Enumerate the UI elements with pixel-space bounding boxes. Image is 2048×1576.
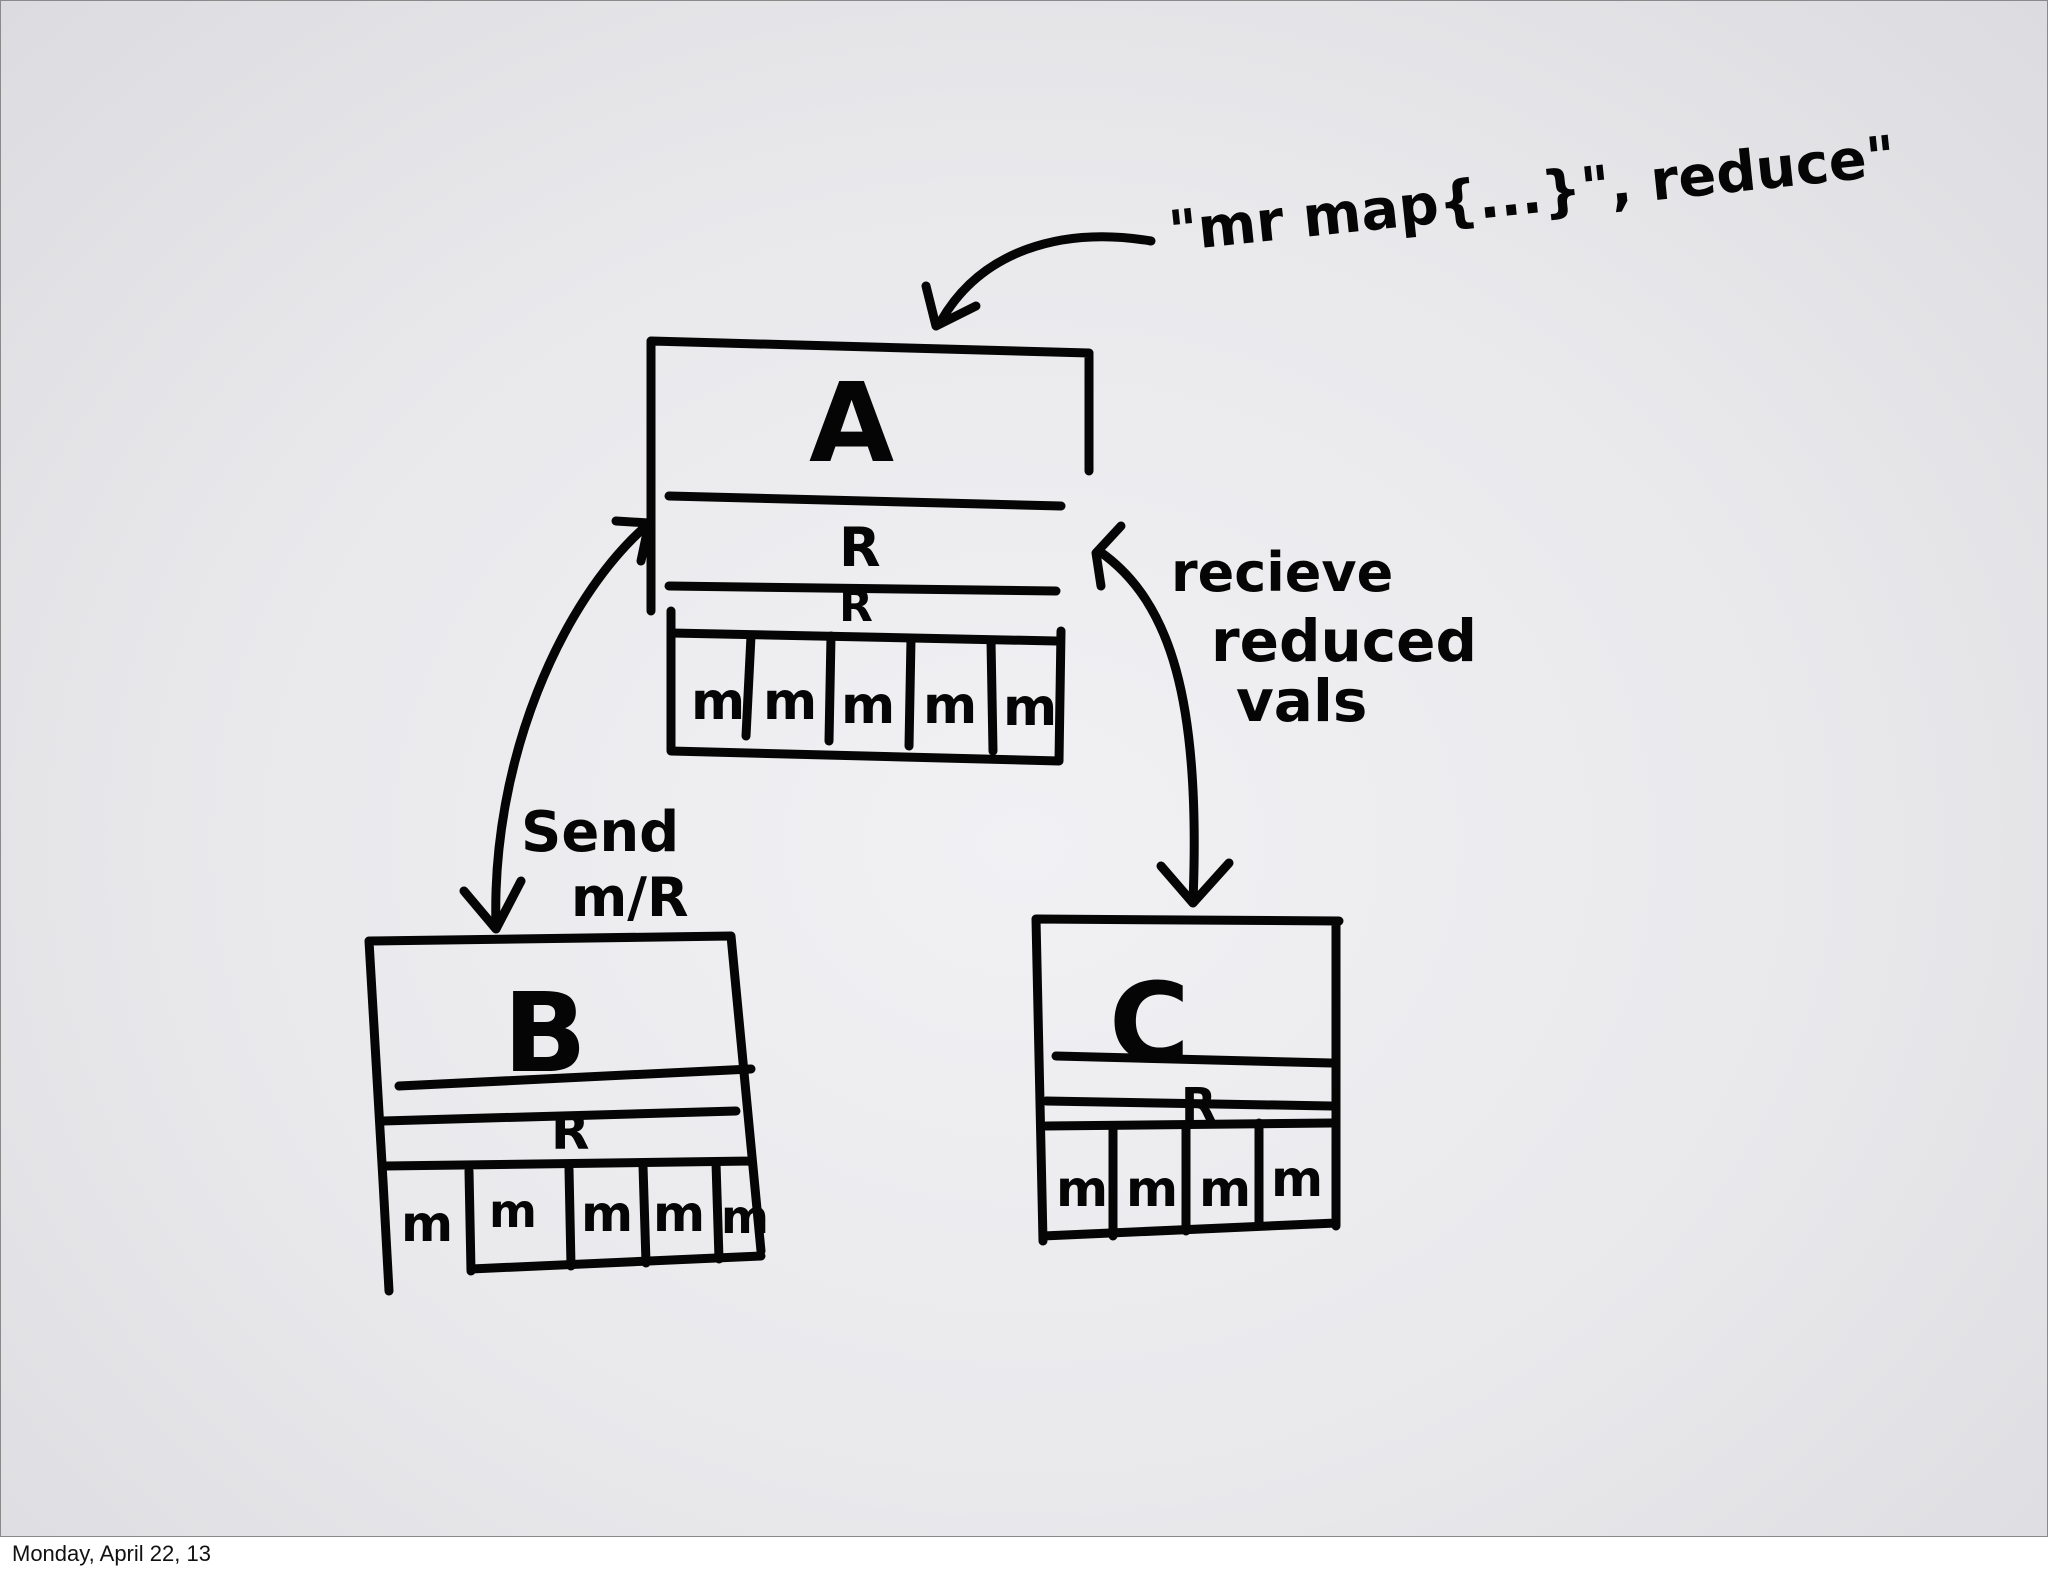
arrow-a-b (491, 521, 651, 931)
node-a-map-2: m (763, 672, 817, 732)
node-a-reduce-1: R (839, 516, 881, 579)
node-a-reduce-2: R (839, 581, 873, 632)
arrow-a-c (1094, 546, 1199, 906)
node-a-divider-2 (664, 581, 1061, 596)
node-a-map-1: m (691, 672, 745, 732)
whiteboard-diagram: "mr map{...}", reduce" A R R m m m m m B (364, 124, 1899, 1296)
receive-label-line-3: vals (1236, 667, 1367, 735)
node-a-map-4: m (923, 676, 977, 736)
node-c-reduce-1: R (1181, 1078, 1216, 1132)
node-b-reduce-1: R (551, 1103, 590, 1161)
node-a-map-3: m (841, 676, 895, 736)
node-b-map-3: m (581, 1185, 633, 1243)
node-c-label: C (1109, 959, 1190, 1087)
arrow-a-c-head-bottom (1156, 858, 1234, 908)
node-c-map-3: m (1199, 1160, 1251, 1218)
footer-date: Monday, April 22, 13 (12, 1541, 211, 1566)
node-a: A R R m m m m m (646, 336, 1094, 766)
node-b-cell-dividers (464, 1158, 724, 1276)
node-b-map-1: m (401, 1195, 453, 1253)
command-label: "mr map{...}", reduce" (1166, 124, 1899, 265)
node-a-map-5: m (1003, 678, 1057, 738)
node-b-map-5: m (721, 1190, 769, 1244)
node-c-box (1031, 914, 1344, 1246)
node-c: C R m m m m (1031, 914, 1344, 1246)
node-c-map-1: m (1056, 1160, 1108, 1218)
arrow-a-b-head-top (611, 516, 654, 566)
receive-label-line-1: recieve (1171, 541, 1393, 604)
node-b-box (364, 931, 766, 1296)
node-a-divider-3 (666, 628, 1061, 646)
node-c-divider-1 (1051, 1051, 1336, 1068)
arrow-a-c-head-top (1091, 521, 1126, 591)
node-b-label: B (503, 969, 587, 1097)
node-c-map-2: m (1126, 1160, 1178, 1218)
send-label-line-2: m/R (571, 866, 689, 929)
node-a-divider-1 (664, 491, 1066, 511)
node-b-divider-2 (378, 1106, 741, 1126)
send-label-line-1: Send (521, 800, 679, 865)
slide: "mr map{...}", reduce" A R R m m m m m B (0, 0, 2048, 1537)
node-b-divider-1 (394, 1064, 756, 1091)
node-c-divider-2 (1041, 1096, 1336, 1111)
node-b: B R m m m m m (364, 931, 769, 1296)
node-a-label: A (809, 359, 894, 487)
command-arrow-head (921, 281, 981, 331)
receive-label-line-2: reduced (1211, 607, 1477, 675)
node-b-map-4: m (653, 1185, 705, 1243)
arrow-a-b-head-bottom (459, 876, 526, 934)
node-c-map-4: m (1271, 1150, 1323, 1208)
node-b-map-2: m (489, 1184, 537, 1238)
node-c-cell-dividers (1108, 1118, 1264, 1241)
node-a-cell-dividers (741, 631, 998, 756)
command-arrow (936, 232, 1156, 326)
node-a-box (646, 336, 1094, 766)
